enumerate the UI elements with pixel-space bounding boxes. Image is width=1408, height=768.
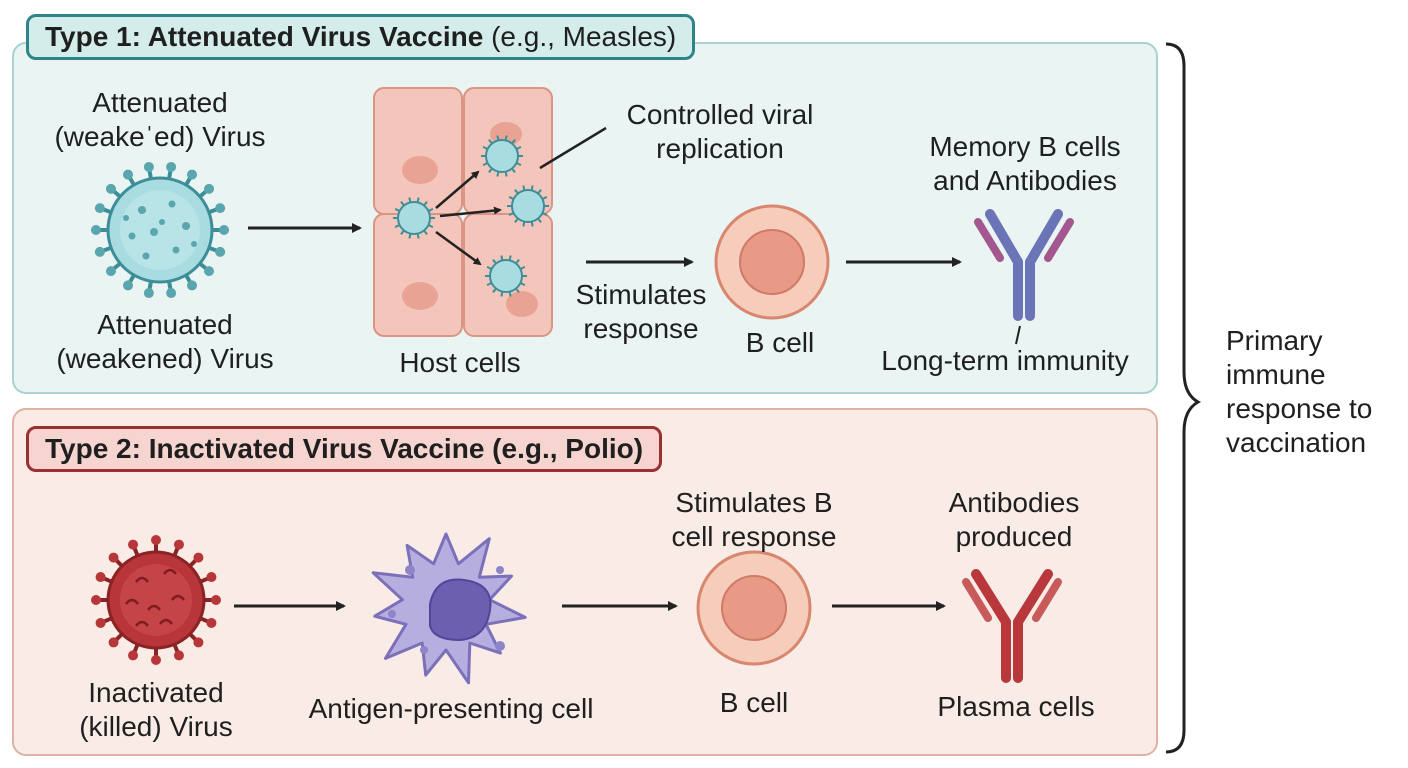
attenuated-virus-top-label: Attenuated (weakeˈed) Virus — [40, 86, 280, 154]
label-line: immune — [1226, 359, 1326, 390]
b-cell-label: B cell — [745, 327, 815, 358]
antigen-presenting-cell-icon — [371, 532, 527, 685]
immunity-pointer — [1015, 325, 1021, 345]
replication-label: Controlled viral replication — [604, 98, 836, 166]
type2-title: Type 2: Inactivated Virus Vaccine (e.g.,… — [26, 426, 663, 472]
replication-pointer — [539, 126, 607, 170]
antibody-red-icon — [962, 569, 1062, 683]
summary-label: Primary immune response to vaccination — [1226, 324, 1396, 460]
label-line: Attenuated — [97, 309, 233, 340]
replication-arrows — [435, 170, 502, 266]
label-line: (weakened) Virus — [56, 343, 274, 374]
right-brace — [1165, 42, 1202, 754]
b-cell-label-2: B cell — [719, 687, 789, 718]
attenuated-virus-icon — [91, 161, 229, 299]
label-line: cell response — [671, 521, 837, 552]
small-virus-icon — [393, 197, 435, 239]
stimulates-response-label: Stimulates response — [560, 278, 722, 346]
small-virus-icon — [507, 185, 549, 227]
attenuated-virus-bottom-label: Attenuated (weakened) Virus — [34, 308, 296, 376]
b-cell-icon-2 — [696, 550, 812, 666]
label-line: produced — [955, 521, 1073, 552]
label-line: replication — [656, 133, 784, 164]
inactivated-virus-icon — [91, 535, 221, 665]
label-line: Stimulates — [575, 279, 707, 310]
type1-title-example: (e.g., Measles) — [483, 21, 677, 52]
label-line: Stimulates B — [675, 487, 833, 518]
label-line: Attenuated — [92, 87, 228, 118]
label-line: and Antibodies — [933, 165, 1117, 196]
memory-b-cells-label: Memory B cells and Antibodies — [906, 130, 1144, 198]
b-cell-icon — [714, 204, 830, 320]
type1-title-bold: Type 1: Attenuated Virus Vaccine — [45, 21, 484, 52]
label-line: Controlled viral — [626, 99, 814, 130]
inactivated-virus-label: Inactivated (killed) Virus — [56, 676, 256, 744]
label-line: Inactivated — [88, 677, 224, 708]
label-line: Antibodies — [948, 487, 1080, 518]
replicating-virus-icons — [393, 135, 549, 297]
apc-label: Antigen-presenting cell — [308, 693, 594, 724]
label-line: vaccination — [1226, 427, 1367, 458]
label-line: Memory B cells — [929, 131, 1121, 162]
label-line: response to — [1226, 393, 1373, 424]
antibodies-produced-label: Antibodies produced — [914, 486, 1114, 554]
label-line: response — [583, 313, 699, 344]
label-line: (weakeˈed) Virus — [54, 121, 266, 152]
type2-title-bold: Type 2: Inactivated Virus Vaccine (e.g.,… — [45, 433, 644, 464]
label-line: Primary — [1226, 325, 1323, 356]
type1-title: Type 1: Attenuated Virus Vaccine (e.g., … — [26, 14, 696, 60]
antibody-icon — [974, 209, 1074, 321]
small-virus-icon — [485, 255, 527, 297]
label-line: (killed) Virus — [79, 711, 233, 742]
plasma-cells-label: Plasma cells — [937, 691, 1095, 722]
stimulates-b-cell-label: Stimulates B cell response — [644, 486, 864, 554]
long-term-immunity-label: Long-term immunity — [881, 345, 1129, 376]
small-virus-icon — [481, 135, 523, 177]
host-cells-label: Host cells — [399, 347, 521, 378]
